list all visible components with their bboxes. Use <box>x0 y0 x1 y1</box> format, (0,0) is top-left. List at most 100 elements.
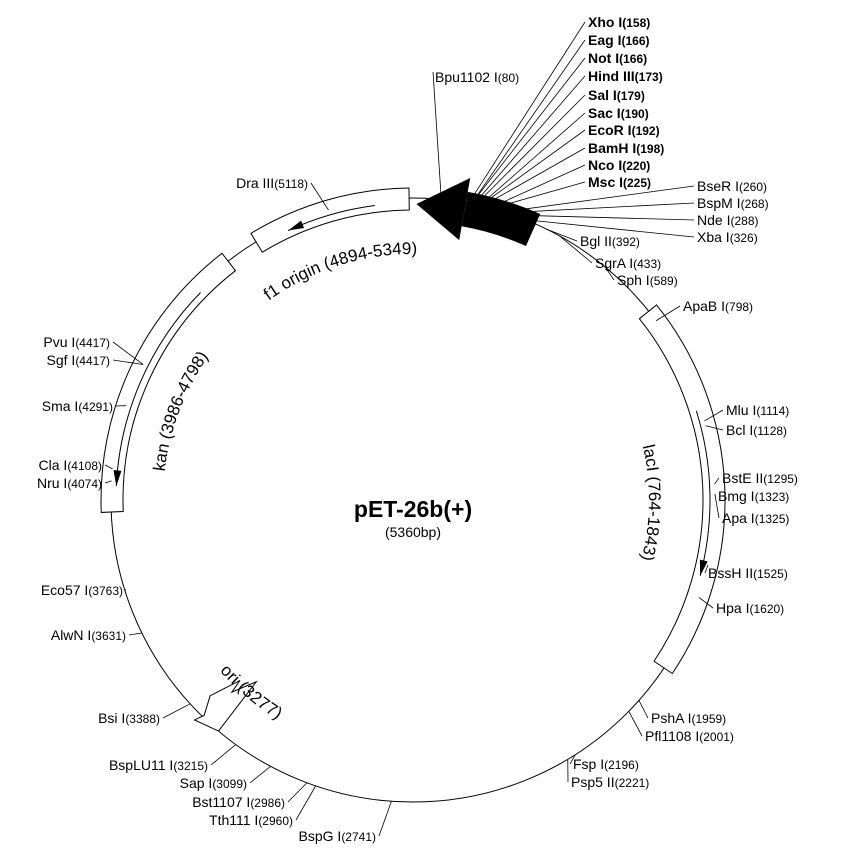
site-label[interactable]: Apa I(1325) <box>722 510 789 526</box>
site-label[interactable]: BstE II(1295) <box>722 470 798 486</box>
site-label[interactable]: Mlu I(1114) <box>726 402 789 418</box>
site-name: Eag I <box>588 32 621 48</box>
site-eco57-i[interactable]: Eco57 I(3763) <box>41 582 127 598</box>
kan-label: kan (3986-4798) <box>150 348 212 473</box>
site-bsplu11-i[interactable]: BspLU11 I(3215) <box>109 744 237 773</box>
site-label[interactable]: BseR I(260) <box>697 178 767 194</box>
site-label[interactable]: BssH II(1525) <box>708 565 788 581</box>
site-label[interactable]: Hind III(173) <box>588 68 663 84</box>
site-leader-line <box>295 785 316 821</box>
site-mlu-i[interactable]: Mlu I(1114) <box>704 402 789 422</box>
site-sap-i[interactable]: Sap I(3099) <box>180 765 271 791</box>
site-label[interactable]: Bpu1102 I(80) <box>435 69 519 85</box>
site-hpa-i[interactable]: Hpa I(1620) <box>698 597 784 616</box>
site-label[interactable]: Xho I(158) <box>588 14 650 30</box>
site-bsi-i[interactable]: Bsi I(3388) <box>98 703 191 726</box>
site-eag-i[interactable]: Eag I(166) <box>471 32 649 204</box>
site-sgra-i[interactable]: SgrA I(433) <box>559 235 661 271</box>
site-label[interactable]: Nco I(220) <box>588 157 650 173</box>
site-leader-line <box>704 409 724 422</box>
site-label[interactable]: Sma I(4291) <box>42 398 113 414</box>
site-label[interactable]: Not I(166) <box>588 50 647 66</box>
site-label[interactable]: Sph I(589) <box>617 272 678 288</box>
site-name: Nde I <box>697 212 730 228</box>
site-label[interactable]: Pvu I(4417) <box>43 334 110 350</box>
site-nde-i[interactable]: Nde I(288) <box>513 212 758 228</box>
site-bmg-i[interactable]: Bmg I(1323) <box>714 488 789 504</box>
site-label[interactable]: Dra III(5118) <box>236 175 308 191</box>
site-label[interactable]: Nde I(288) <box>697 212 758 228</box>
site-label[interactable]: PshA I(1959) <box>651 710 726 726</box>
site-label[interactable]: Bst1107 I(2986) <box>192 794 285 810</box>
site-hind-iii[interactable]: Hind III(173) <box>473 68 663 205</box>
site-position: (1114) <box>756 404 789 418</box>
site-position: (220) <box>622 159 650 173</box>
site-label[interactable]: Fsp I(2196) <box>573 756 639 772</box>
site-bst1107-i[interactable]: Bst1107 I(2986) <box>192 782 308 810</box>
site-pvu-i[interactable]: Pvu I(4417) <box>43 334 144 365</box>
site-label[interactable]: Nru I(4074) <box>37 475 102 491</box>
site-label[interactable]: Sap I(3099) <box>180 775 247 791</box>
f1-origin-feature[interactable]: f1 origin (4894-5349) <box>250 187 417 304</box>
site-bste-ii[interactable]: BstE II(1295) <box>714 470 798 486</box>
site-apa-i[interactable]: Apa I(1325) <box>714 494 789 526</box>
site-sph-i[interactable]: Sph I(589) <box>605 266 678 288</box>
site-nco-i[interactable]: Nco I(220) <box>489 157 650 209</box>
site-label[interactable]: Bmg I(1323) <box>718 488 789 504</box>
site-msc-i[interactable]: Msc I(225) <box>491 174 651 209</box>
site-psp5-ii[interactable]: Psp5 II(2221) <box>567 759 650 790</box>
site-label[interactable]: Msc I(225) <box>588 174 651 190</box>
site-label[interactable]: BamH I(198) <box>588 140 664 156</box>
site-psha-i[interactable]: PshA I(1959) <box>638 700 726 726</box>
site-sal-i[interactable]: Sal I(179) <box>475 87 645 205</box>
site-label[interactable]: Bcl I(1128) <box>726 422 787 438</box>
site-label[interactable]: Sgf I(4417) <box>47 352 110 368</box>
laci-feature[interactable]: lacI (764-1843) <box>638 304 726 675</box>
site-bgl-ii[interactable]: Bgl II(392) <box>546 228 640 249</box>
site-bpu1102-i[interactable]: Bpu1102 I(80) <box>432 69 519 200</box>
site-tth111-i[interactable]: Tth111 I(2960) <box>209 785 316 828</box>
site-label[interactable]: Pfl1108 I(2001) <box>645 728 734 744</box>
site-pfl1108-i[interactable]: Pfl1108 I(2001) <box>628 711 734 744</box>
site-sac-i[interactable]: Sac I(190) <box>479 105 649 206</box>
site-bssh-ii[interactable]: BssH II(1525) <box>704 564 788 581</box>
site-label[interactable]: Xba I(326) <box>697 229 758 245</box>
site-apab-i[interactable]: ApaB I(798) <box>655 298 753 322</box>
site-label[interactable]: Sac I(190) <box>588 105 649 121</box>
site-bspg-i[interactable]: BspG I(2741) <box>299 801 392 844</box>
site-fsp-i[interactable]: Fsp I(2196) <box>569 754 639 772</box>
site-label[interactable]: BspM I(268) <box>697 195 769 211</box>
site-cla-i[interactable]: Cla I(4108) <box>39 457 113 473</box>
site-ecor-i[interactable]: EcoR I(192) <box>480 122 660 206</box>
site-bser-i[interactable]: BseR I(260) <box>503 178 767 213</box>
site-label[interactable]: Sal I(179) <box>588 87 645 103</box>
site-xba-i[interactable]: Xba I(326) <box>525 219 758 245</box>
kan-feature[interactable]: kan (3986-4798) <box>100 252 237 513</box>
site-not-i[interactable]: Not I(166) <box>471 50 647 204</box>
site-bcl-i[interactable]: Bcl I(1128) <box>705 422 787 438</box>
site-bspm-i[interactable]: BspM I(268) <box>506 195 769 214</box>
site-label[interactable]: BspLU11 I(3215) <box>109 757 208 773</box>
site-label[interactable]: Bgl II(392) <box>580 233 640 249</box>
site-label[interactable]: Eag I(166) <box>588 32 649 48</box>
site-label[interactable]: AlwN I(3631) <box>51 627 126 643</box>
site-label[interactable]: Tth111 I(2960) <box>209 812 293 828</box>
site-bamh-i[interactable]: BamH I(198) <box>482 140 664 207</box>
site-label[interactable]: Psp5 II(2221) <box>571 774 649 790</box>
site-dra-iii[interactable]: Dra III(5118) <box>236 175 329 211</box>
site-label[interactable]: BspG I(2741) <box>299 828 376 844</box>
site-xho-i[interactable]: Xho I(158) <box>468 14 651 204</box>
site-nru-i[interactable]: Nru I(4074) <box>37 475 112 491</box>
ori-feature[interactable]: ori (3277) <box>193 661 286 732</box>
site-label[interactable]: SgrA I(433) <box>595 255 661 271</box>
site-label[interactable]: EcoR I(192) <box>588 122 660 138</box>
site-sma-i[interactable]: Sma I(4291) <box>42 398 127 414</box>
site-label[interactable]: Cla I(4108) <box>39 457 102 473</box>
site-name: Xba I <box>697 229 730 245</box>
site-label[interactable]: Eco57 I(3763) <box>41 582 123 598</box>
site-label[interactable]: Hpa I(1620) <box>716 600 784 616</box>
site-alwn-i[interactable]: AlwN I(3631) <box>51 627 142 643</box>
site-sgf-i[interactable]: Sgf I(4417) <box>47 352 144 368</box>
site-label[interactable]: ApaB I(798) <box>683 298 753 314</box>
site-label[interactable]: Bsi I(3388) <box>98 710 160 726</box>
